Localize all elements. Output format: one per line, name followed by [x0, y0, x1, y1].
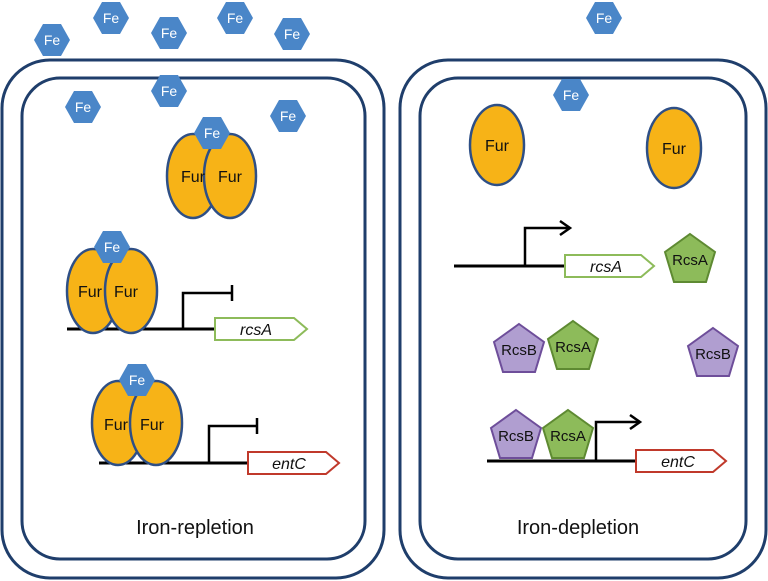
fe-label: Fe [204, 125, 221, 141]
apo-fur-monomer: Fur [468, 103, 526, 187]
rcsA-protein: RcsA [546, 319, 600, 370]
rcsA-gene-label: rcsA [240, 322, 272, 339]
rcsA-gene-label: rcsA [590, 259, 622, 276]
fur-label: Fur [114, 284, 139, 301]
right-inner-membrane [418, 76, 748, 561]
fe-ion: Fe [151, 17, 187, 49]
rcsB-protein: RcsB [686, 326, 740, 377]
fur-protein [103, 247, 159, 335]
fe-ion: Fe [274, 18, 310, 50]
rcsA-protein-label: RcsA [672, 252, 708, 269]
entC-gene-label: entC [661, 454, 695, 471]
fe-label: Fe [227, 10, 244, 26]
apo-fur-monomer: Fur [645, 106, 703, 190]
entC-gene-label: entC [272, 456, 306, 473]
fe-label: Fe [284, 26, 301, 42]
active-promoter-arrow [594, 420, 638, 461]
fe-label: Fe [161, 25, 178, 41]
fe-label: Fe [563, 87, 580, 103]
entC-gene-arrow [635, 449, 728, 473]
fur-protein [645, 106, 703, 190]
active-promoter-arrow [523, 226, 568, 266]
fe-label: Fe [104, 239, 121, 255]
rcsA-gene-arrow [214, 317, 309, 341]
rcsA-active-operon: rcsA [454, 219, 656, 278]
left-outer-membrane [0, 58, 386, 580]
fe-label: Fe [44, 32, 61, 48]
fur-protein [468, 103, 526, 187]
right-panel-title: Iron-depletion [517, 517, 639, 539]
fe-ion: Fe [586, 2, 622, 34]
rcsB-protein-label: RcsB [498, 428, 534, 445]
rcsB-protein-label: RcsB [695, 346, 731, 363]
fe-label: Fe [103, 10, 120, 26]
rcsA-protein-label: RcsA [550, 428, 586, 445]
fe-label: Fe [280, 108, 297, 124]
fur-label: Fur [181, 169, 206, 186]
fur-fe-complex: Fur Fur Fe [165, 117, 258, 220]
rcsA-protein: RcsA [541, 408, 595, 459]
rcsA-protein: RcsA [663, 232, 717, 283]
entC-repressed-operon: entC Fur Fur Fe [90, 364, 341, 475]
fe-label: Fe [596, 10, 613, 26]
fe-label: Fe [129, 372, 146, 388]
left-inner-membrane [20, 76, 367, 561]
fur-label: Fur [104, 417, 129, 434]
fe-ion: Fe [270, 100, 306, 132]
rcsB-protein: RcsB [492, 322, 546, 373]
fe-label: Fe [75, 99, 92, 115]
fe-ion: Fe [65, 91, 101, 123]
fe-ion: Fe [151, 75, 187, 107]
repressed-promoter-icon [207, 424, 257, 463]
fe-ion: Fe [553, 79, 589, 111]
fur-label: Fur [140, 417, 165, 434]
fe-ion: Fe [34, 24, 70, 56]
entC-gene-arrow [247, 451, 341, 475]
fe-ion: Fe [194, 117, 230, 149]
fe-ion: Fe [119, 364, 155, 396]
fe-label: Fe [161, 83, 178, 99]
rcsB-protein: RcsB [489, 408, 543, 459]
repressed-promoter-icon [181, 291, 232, 329]
rcsA-repressed-operon: rcsA Fur Fur Fe [65, 231, 309, 341]
right-cell [398, 58, 768, 580]
right-outer-membrane [398, 58, 768, 580]
fe-ion: Fe [94, 231, 130, 263]
rcsA-protein-label: RcsA [555, 339, 591, 356]
left-panel-title: Iron-repletion [136, 517, 254, 539]
fur-label: Fur [662, 141, 687, 158]
left-cell [0, 58, 386, 580]
fur-label: Fur [218, 169, 243, 186]
rcsB-protein-label: RcsB [501, 342, 537, 359]
fur-protein [128, 379, 184, 467]
fur-protein [202, 132, 258, 220]
entC-active-operon: entC RcsB RcsA [487, 408, 728, 473]
fur-label: Fur [485, 138, 510, 155]
fe-ion: Fe [217, 2, 253, 34]
rcsA-gene-arrow [564, 254, 656, 278]
fe-ion: Fe [93, 2, 129, 34]
fur-label: Fur [78, 284, 103, 301]
